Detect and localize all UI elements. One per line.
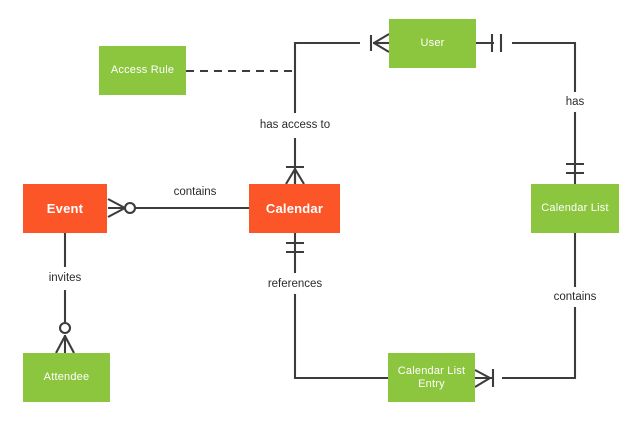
edge-has-access-to — [293, 41, 360, 113]
entity-calendar[interactable]: Calendar — [249, 184, 340, 233]
edge-label-invites: invites — [45, 271, 85, 286]
cardinality-one-or-many-user-left — [369, 33, 390, 53]
edge-label-contains-event-calendar: contains — [170, 185, 220, 200]
entity-access-rule[interactable]: Access Rule — [99, 46, 186, 95]
edge-has-user-calendarlist — [512, 41, 577, 92]
entity-label-calendar: Calendar — [265, 201, 324, 216]
entity-user[interactable]: User — [389, 19, 476, 68]
entity-label-line-1: Calendar List — [397, 364, 466, 377]
cardinality-exactly-one-user-right — [476, 34, 503, 52]
entity-label-line-2: Entry — [418, 377, 445, 390]
entity-label-attendee: Attendee — [43, 371, 90, 383]
edge-label-has: has — [562, 95, 588, 110]
entity-event[interactable]: Event — [23, 184, 107, 233]
entity-attendee[interactable]: Attendee — [23, 353, 110, 402]
cardinality-exactly-one-calendarlist-top — [566, 162, 584, 175]
cardinality-zero-or-many-event — [107, 198, 137, 218]
cardinality-one-or-many-entry-right — [474, 369, 495, 388]
entity-calendar-list[interactable]: Calendar List — [531, 184, 619, 233]
entity-calendar-list-entry[interactable]: Calendar List Entry — [388, 353, 475, 402]
cardinality-zero-or-many-attendee-top — [55, 321, 75, 354]
cardinality-exactly-one-calendar-bottom — [286, 241, 304, 254]
edge-references-lower — [293, 294, 388, 380]
entity-label-calendar-list: Calendar List — [541, 202, 609, 214]
entity-label-access-rule: Access Rule — [110, 64, 175, 76]
cardinality-one-or-many-calendar-top — [285, 165, 305, 185]
edge-label-references: references — [264, 277, 326, 292]
entity-label-user: User — [420, 37, 445, 49]
entity-label-calendar-list-entry: Calendar List Entry — [398, 365, 465, 391]
edge-label-has-access-to: has access to — [256, 118, 334, 133]
edge-label-contains-calendarlist-entry: contains — [550, 290, 600, 305]
edge-contains-calendarlist-lower — [502, 307, 577, 380]
entity-label-event: Event — [46, 201, 84, 216]
